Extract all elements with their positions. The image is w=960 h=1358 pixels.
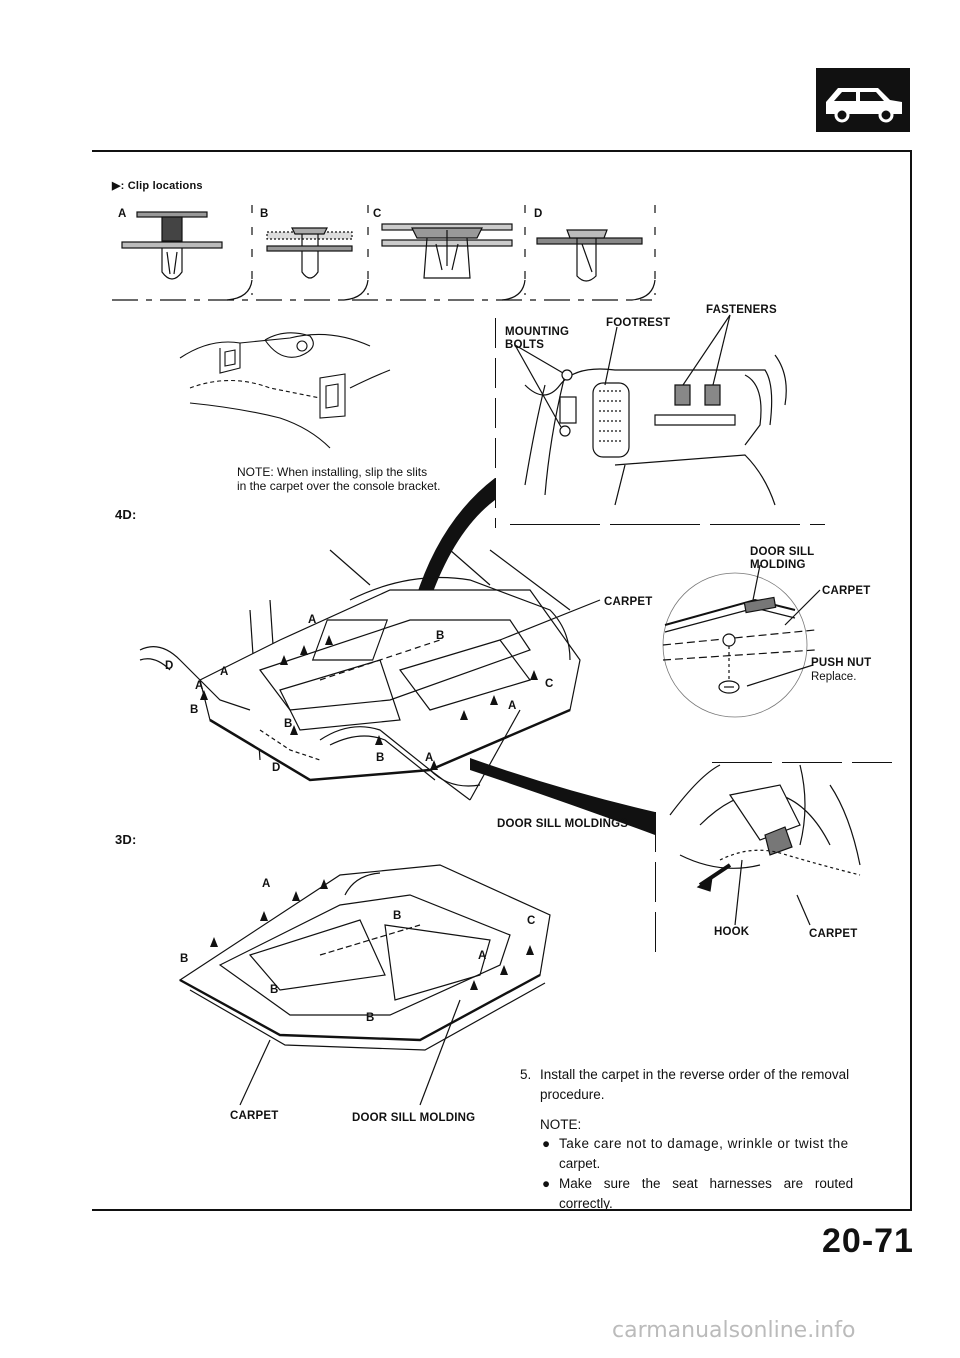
right-rule bbox=[910, 150, 912, 1210]
clip-type-d: D bbox=[534, 208, 543, 220]
three-door-clip-a-2: A bbox=[478, 950, 487, 962]
four-door-clip-b-4: B bbox=[376, 752, 385, 764]
three-door-clip-b-3: B bbox=[366, 1012, 375, 1024]
footrest-frame-bottom bbox=[510, 524, 825, 525]
mounting-bolts-label-2: BOLTS bbox=[505, 339, 545, 351]
four-door-clip-a-4: A bbox=[508, 700, 517, 712]
three-door-carpet-diagram bbox=[178, 864, 551, 1106]
door-sill-carpet-label: CARPET bbox=[822, 585, 871, 597]
page-number: 20-71 bbox=[822, 1222, 914, 1260]
clip-type-b: B bbox=[260, 208, 269, 220]
step-line-1: Install the carpet in the reverse order … bbox=[540, 1067, 850, 1082]
step-line-2: procedure. bbox=[540, 1087, 605, 1102]
note-label: NOTE: bbox=[540, 1117, 582, 1132]
three-door-carpet-label: CARPET bbox=[230, 1110, 279, 1122]
door-sill-molding-label-1: DOOR SILL bbox=[750, 546, 815, 558]
clip-locations-title: ▶: Clip locations bbox=[112, 180, 203, 192]
door-sill-molding-label-2: MOLDING bbox=[750, 559, 806, 571]
door-sill-detail-diagram bbox=[662, 564, 821, 718]
hook-frame-left bbox=[655, 812, 656, 962]
hook-label: HOOK bbox=[714, 926, 750, 938]
console-bracket-diagram bbox=[179, 332, 391, 449]
watermark: carmanualsonline.info bbox=[612, 1318, 856, 1343]
three-door-clip-b-1: B bbox=[180, 953, 189, 965]
clip-type-c: C bbox=[373, 208, 382, 220]
push-nut-label: PUSH NUT bbox=[811, 657, 872, 669]
section-tab bbox=[816, 68, 910, 132]
four-door-clip-b-1: B bbox=[436, 630, 445, 642]
fasteners-label: FASTENERS bbox=[706, 304, 777, 316]
console-note-line2: in the carpet over the console bracket. bbox=[237, 479, 441, 493]
footrest-diagram bbox=[514, 314, 787, 506]
bullet-1-line-2: carpet. bbox=[559, 1156, 601, 1171]
car-icon bbox=[826, 88, 902, 123]
four-door-clip-a-1: A bbox=[308, 614, 317, 626]
console-note-line1: NOTE: When installing, slip the slits bbox=[237, 465, 428, 479]
mounting-bolts-label-1: MOUNTING bbox=[505, 326, 570, 338]
three-door-door-sill-molding-label: DOOR SILL MOLDING bbox=[352, 1112, 476, 1124]
four-door-door-sill-moldings-label: DOOR SILL MOLDINGS bbox=[497, 818, 629, 830]
four-door-clip-a-3: A bbox=[195, 680, 204, 692]
four-door-clip-b-2: B bbox=[190, 704, 199, 716]
hook-detail-diagram bbox=[669, 764, 861, 926]
four-door-label: 4D: bbox=[115, 507, 137, 522]
four-door-carpet-label: CARPET bbox=[604, 596, 653, 608]
four-door-clip-a-2: A bbox=[220, 666, 229, 678]
three-door-clip-a-1: A bbox=[262, 878, 271, 890]
four-door-clip-c: C bbox=[545, 678, 554, 690]
step-number: 5. bbox=[520, 1067, 532, 1082]
three-door-clip-b-2: B bbox=[270, 984, 279, 996]
bullet-1-dot: ● bbox=[542, 1136, 551, 1151]
four-door-clip-b-3: B bbox=[284, 718, 293, 730]
bottom-rule bbox=[92, 1209, 912, 1211]
three-door-clip-c: C bbox=[527, 915, 536, 927]
bullet-1-line-1: Take care not to damage, wrinkle or twis… bbox=[559, 1136, 849, 1151]
footrest-frame-left bbox=[495, 318, 496, 528]
four-door-clip-d-1: D bbox=[165, 660, 174, 672]
clip-locations-diagram bbox=[112, 205, 656, 301]
hook-carpet-label: CARPET bbox=[809, 928, 858, 940]
hook-frame-top bbox=[712, 762, 892, 763]
four-door-clip-a-5: A bbox=[425, 752, 434, 764]
bullet-2-dot: ● bbox=[542, 1176, 551, 1191]
four-door-clip-d-2: D bbox=[272, 762, 281, 774]
clip-type-a: A bbox=[118, 208, 127, 220]
bullet-2-line-2: correctly. bbox=[559, 1196, 613, 1211]
three-door-label: 3D: bbox=[115, 832, 137, 847]
push-nut-note: Replace. bbox=[811, 671, 857, 683]
bullet-2-line-1: Make sure the seat harnesses are routed bbox=[559, 1176, 854, 1191]
three-door-clip-b-4: B bbox=[393, 910, 402, 922]
footrest-label: FOOTREST bbox=[606, 317, 671, 329]
four-door-carpet-diagram bbox=[139, 549, 601, 801]
top-rule bbox=[92, 150, 912, 152]
